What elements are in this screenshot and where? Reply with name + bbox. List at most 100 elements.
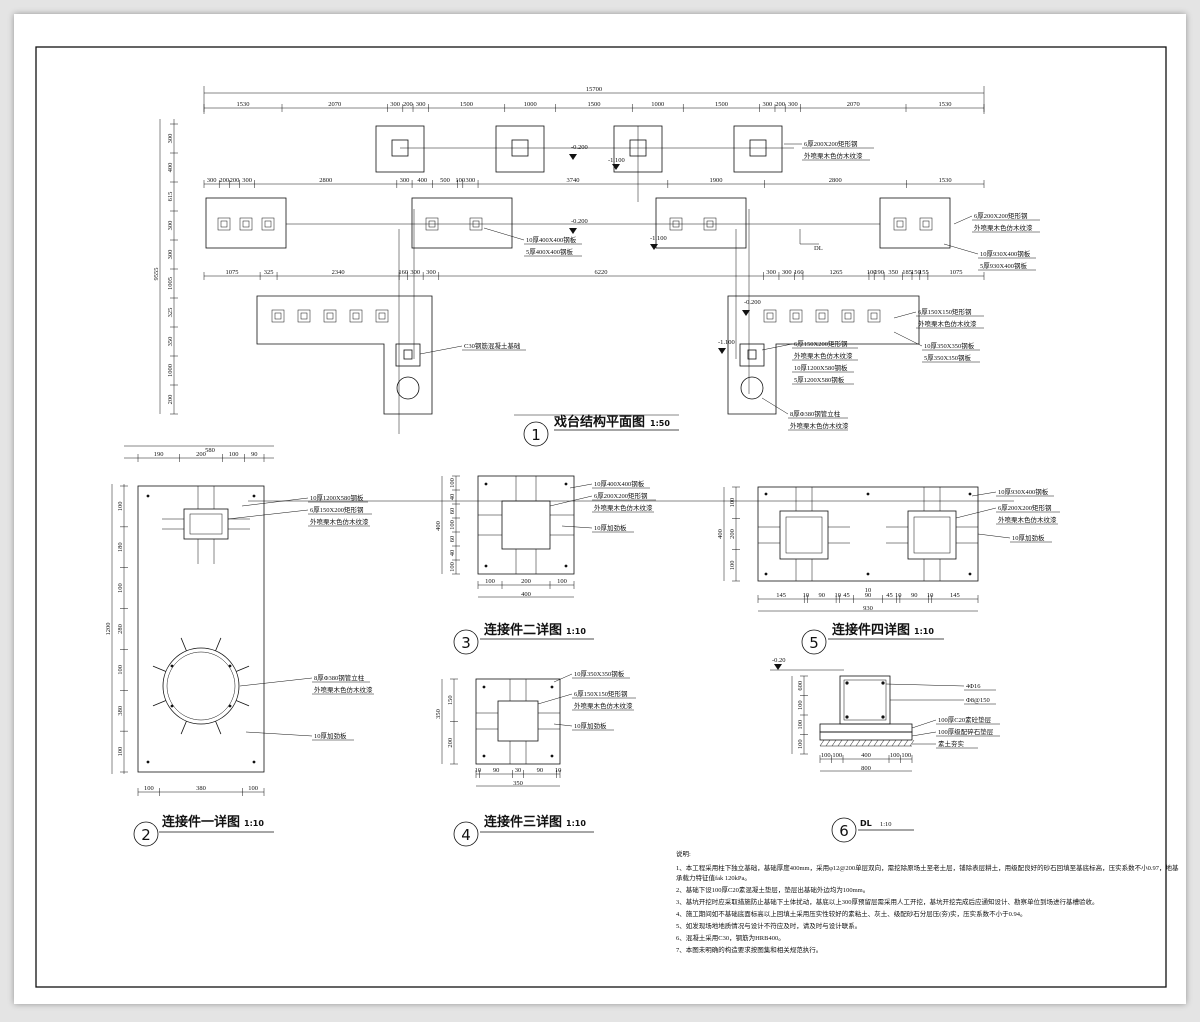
- plan-index: 1: [531, 426, 541, 444]
- d4-tube: [497, 700, 539, 742]
- d4-left-total: 350: [435, 709, 442, 719]
- plan-total-width: 15700: [586, 86, 602, 93]
- base-r1-4: [733, 125, 783, 173]
- plan-left-dim-5: 1005: [167, 277, 174, 290]
- d3-left-dim-2: 60: [449, 508, 456, 515]
- d5-index: 5: [809, 634, 819, 652]
- d5-label-2: 外喷栗木色仿木纹漆: [998, 515, 1057, 524]
- level-mark: [569, 154, 577, 160]
- d2-left-dim-3: 280: [117, 624, 124, 634]
- note-line-0: 1、本工程采用柱下独立基础，基础厚度400mm，采用φ12@200单层双向，需挖…: [676, 863, 1179, 872]
- plan-title: 戏台结构平面图: [553, 414, 645, 430]
- plan-annotations: 6厚200X200矩形钢外喷栗木色仿木纹漆10厚400X400钢板5厚400X4…: [419, 139, 1040, 431]
- d2-left-dim-5: 380: [117, 706, 124, 716]
- d2-bottom-dim-2: 100: [248, 785, 258, 792]
- d4-bottom-dim-1: 90: [493, 767, 500, 774]
- plan-label-12: 6厚150X200矩形钢: [794, 339, 848, 348]
- d3-left-dim-3: 100: [449, 520, 456, 530]
- level-r3-b: -1.100: [718, 339, 735, 346]
- dl-tag: DL: [814, 245, 823, 252]
- d5-bottom-dim-5: 90: [865, 592, 872, 599]
- d6-index: 6: [839, 822, 849, 840]
- d3-title: 连接件二详图: [484, 622, 562, 638]
- plan-label-10: 10厚350X350钢板: [924, 341, 975, 350]
- row1-dim-13: 2070: [847, 101, 860, 108]
- note-line-5: 5、如发现场地地质情况与设计不符应及时，请及时与设计联系。: [676, 921, 861, 930]
- row1-dim-8: 1000: [651, 101, 664, 108]
- d3-label-2: 外喷栗木色仿木纹漆: [594, 503, 653, 512]
- note-line-4: 4、施工期间如不基础底面标高以上回填土采用压实性较好的素粘土、灰土、级配砂石分层…: [676, 909, 1026, 918]
- plan-label-5: 外喷栗木色仿木纹漆: [974, 223, 1033, 232]
- base-r1-2: [495, 125, 545, 173]
- plan-left-dim-7: 350: [167, 337, 174, 347]
- d3-left-dim-0: 100: [449, 478, 456, 488]
- plan-label-3: 5厚400X400钢板: [526, 247, 573, 256]
- row3-dim-10: 1265: [829, 269, 842, 276]
- d4-label-2: 外喷栗木色仿木纹漆: [574, 701, 633, 710]
- plan-left-dim-4: 300: [167, 250, 174, 260]
- d5-label-0: 10厚930X400钢板: [998, 487, 1049, 496]
- plan-label-0: 6厚200X200矩形钢: [804, 139, 858, 148]
- plan-label-1: 外喷栗木色仿木纹漆: [804, 151, 863, 160]
- d6-gravel-bed: [819, 731, 913, 741]
- row2-dim-13: 1530: [939, 177, 952, 184]
- row2-dim-2: 200: [230, 177, 240, 184]
- row3-dim-8: 300: [782, 269, 792, 276]
- d2-label-5: 10厚加劲板: [314, 731, 347, 740]
- d4-label-3: 10厚加劲板: [574, 721, 607, 730]
- level-r2-b: -1.100: [650, 235, 667, 242]
- d6-level: -0.20: [772, 657, 786, 664]
- d5-bottom-dim-3: 10: [834, 592, 841, 599]
- plan-label-6: 10厚930X400钢板: [980, 249, 1031, 258]
- d3-bottom-dim-2: 100: [557, 578, 567, 585]
- d2-label-3: 8厚Φ380钢管立柱: [314, 673, 365, 682]
- row3-dim-7: 300: [766, 269, 776, 276]
- plan-left-dim-6: 325: [167, 308, 174, 318]
- note-line-2: 2、基础下设100厚C20素混凝土垫层，垫层出基础外边均为100mm。: [676, 885, 869, 894]
- level-r3-a: -0.200: [744, 299, 761, 306]
- row1-dim-9: 1500: [715, 101, 728, 108]
- d4-bottom-dim-0: 10: [475, 767, 482, 774]
- level-r2-a: -0.200: [571, 218, 588, 225]
- plan-label-9: 外喷栗木色仿木纹漆: [918, 319, 977, 328]
- row3-dim-13: 350: [888, 269, 898, 276]
- d2-scale: 1:10: [244, 819, 264, 828]
- row1-dim-12: 300: [788, 101, 798, 108]
- plan-label-17: 外喷栗木色仿木纹漆: [790, 421, 849, 430]
- d3-left-dim-1: 40: [449, 494, 456, 501]
- d2-rect-tube: [183, 508, 229, 540]
- row3-dim-6: 6220: [595, 269, 608, 276]
- d6-bottom-dim-2: 400: [861, 752, 871, 759]
- d6-bottom-total: 800: [861, 765, 871, 772]
- d4-bottom-dim-2: 30: [515, 767, 522, 774]
- d3-left-dim-4: 60: [449, 536, 456, 543]
- row1-dim-2: 300: [390, 101, 400, 108]
- plan-label-14: 10厚1200X580钢板: [794, 363, 848, 372]
- plan-label-2: 10厚400X400钢板: [526, 235, 577, 244]
- d5-top-dim: 10: [865, 587, 872, 594]
- d2-left-dim-4: 100: [117, 665, 124, 675]
- row3-dim-14: 185: [902, 269, 912, 276]
- plan-label-8: 6厚150X150矩形钢: [918, 307, 972, 316]
- d4-index: 4: [461, 826, 471, 844]
- d5-bottom-dim-0: 145: [776, 592, 786, 599]
- d2-top-total: 580: [205, 447, 215, 454]
- d6-left-dim-3: 100: [797, 739, 804, 749]
- row1-dim-1: 2070: [328, 101, 341, 108]
- plan-scale: 1:50: [650, 419, 670, 428]
- d3-label-3: 10厚加劲板: [594, 523, 627, 532]
- base-r2-2: [411, 197, 513, 249]
- d2-top-dim-2: 100: [229, 451, 239, 458]
- drawing-frame: [35, 46, 1167, 988]
- row1-dim-5: 1500: [460, 101, 473, 108]
- note-line-6: 6、混凝土采用C30，钢筋为HRB400。: [676, 933, 785, 942]
- row1-dim-7: 1500: [588, 101, 601, 108]
- general-notes: 说明: 1、本工程采用柱下独立基础，基础厚度400mm，采用φ12@200单层双…: [676, 849, 1179, 954]
- d4-bottom-total: 350: [513, 780, 523, 787]
